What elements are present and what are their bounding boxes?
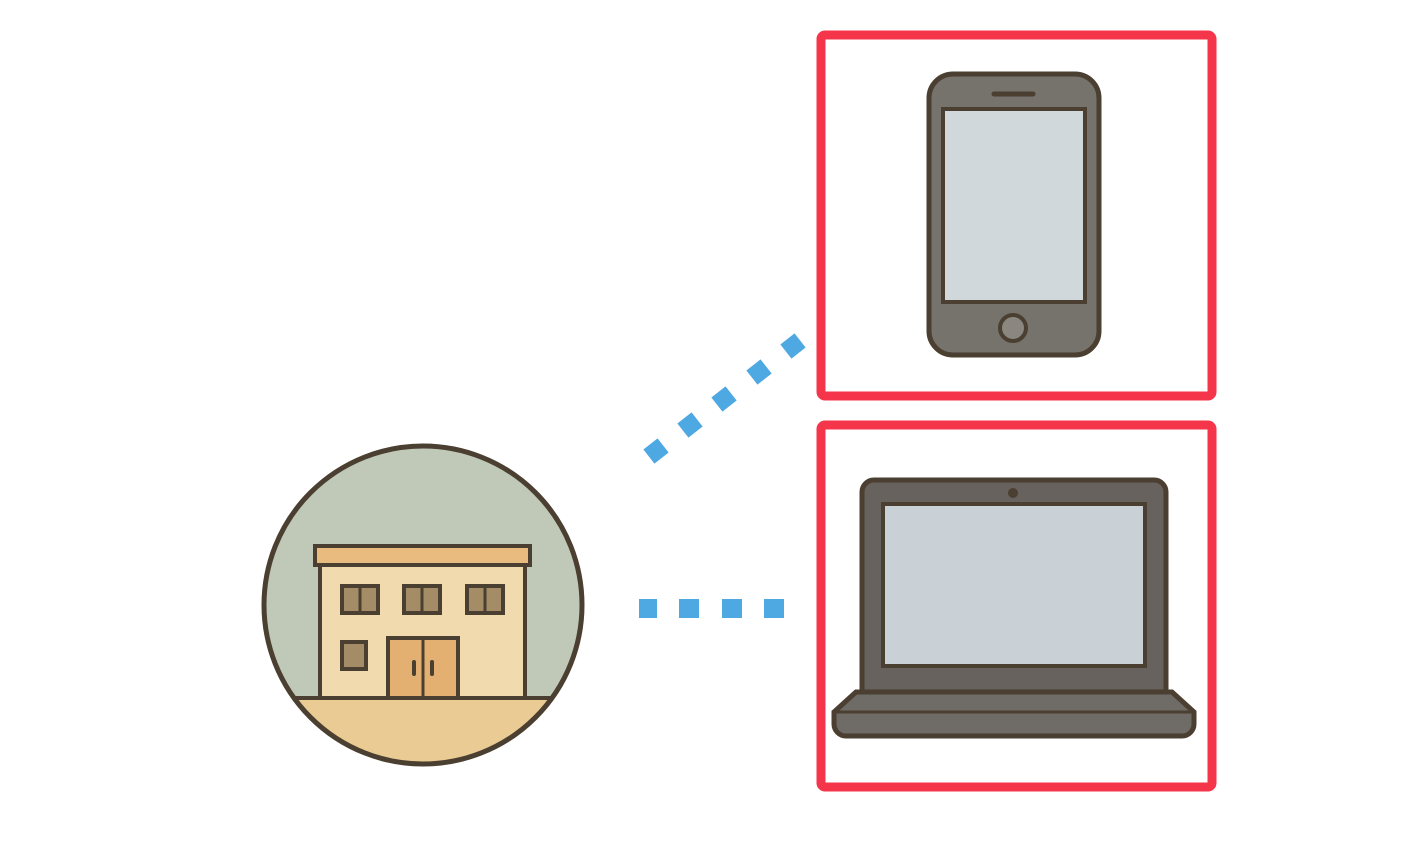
building-icon	[261, 443, 585, 767]
smartphone-icon[interactable]	[926, 71, 1102, 358]
connector-building-laptop	[639, 599, 784, 618]
phone-highlight-box[interactable]	[816, 30, 1217, 401]
laptop-highlight-box[interactable]	[816, 420, 1217, 792]
laptop-icon[interactable]	[831, 477, 1197, 739]
connector-building-phone	[643, 333, 806, 464]
